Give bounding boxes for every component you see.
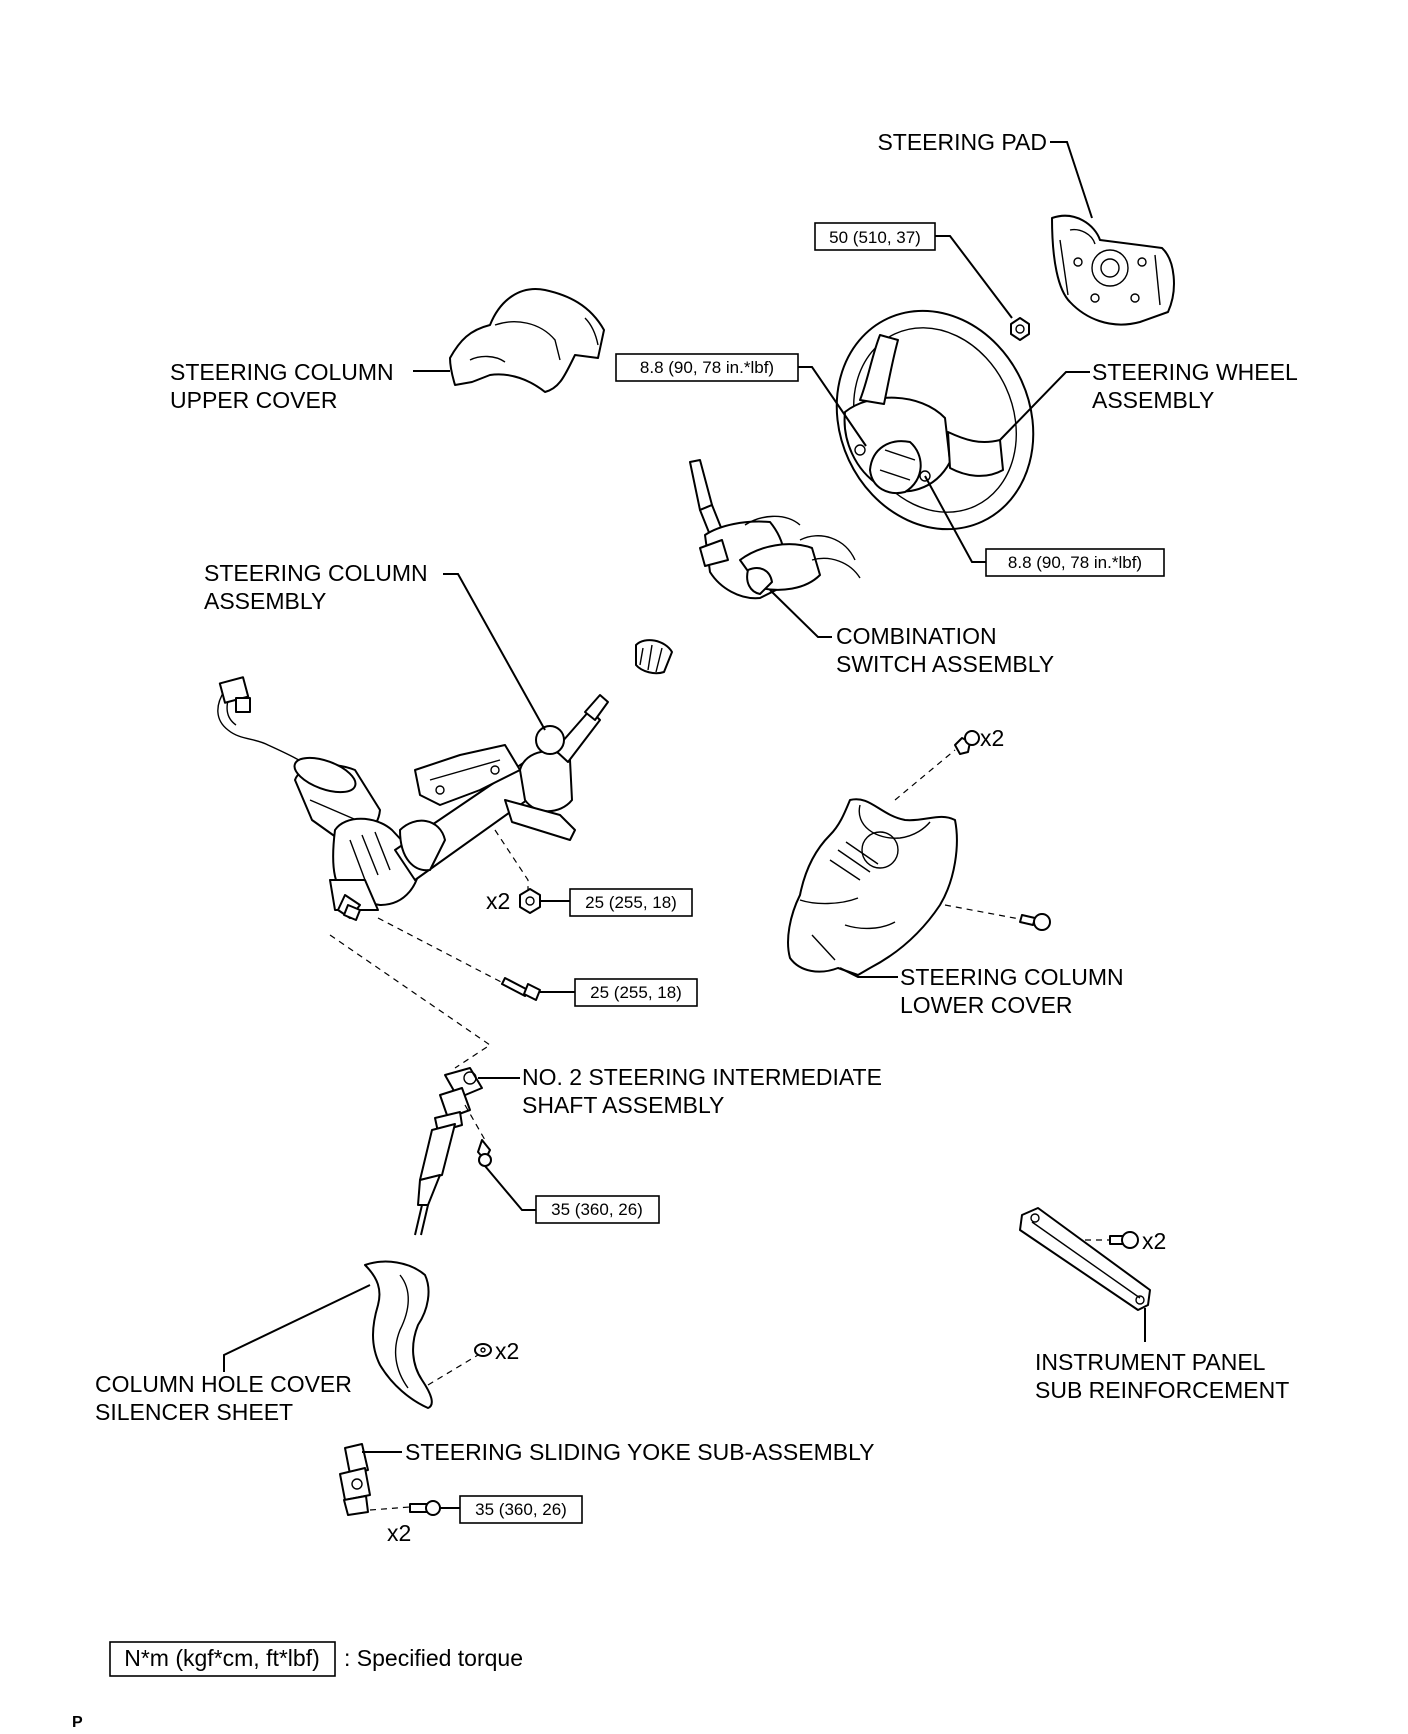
torque-wheel-nut: 50 (510, 37) — [829, 228, 921, 247]
sliding-yoke-bolt — [409, 1500, 441, 1516]
steering-column-part — [217, 676, 609, 921]
intermediate-shaft-bolt — [477, 1139, 492, 1167]
legend-unit: N*m (kgf*cm, ft*lbf) — [124, 1645, 320, 1671]
torque-box-intermediate-bolt — [535, 1195, 660, 1224]
silencer-label-2: SILENCER SHEET — [95, 1399, 293, 1425]
spiral-cable-sleeve — [635, 639, 673, 675]
steering-wheel-label-2: ASSEMBLY — [1092, 387, 1214, 413]
steering-wheel-label-1: STEERING WHEEL — [1092, 359, 1298, 385]
torque-wheel-screw-left: 8.8 (90, 78 in.*lbf) — [640, 358, 774, 377]
sliding-yoke-label: STEERING SLIDING YOKE SUB-ASSEMBLY — [405, 1439, 875, 1465]
torque-box-column-nut — [569, 888, 693, 917]
torque-column-bolt: 25 (255, 18) — [590, 983, 682, 1002]
upper-cover-label-2: UPPER COVER — [170, 387, 337, 413]
reinforcement-bolt — [1109, 1231, 1139, 1249]
column-nut-qty: x2 — [486, 888, 510, 914]
reinforcement-label-2: SUB REINFORCEMENT — [1035, 1377, 1289, 1403]
combination-switch-part — [689, 459, 861, 600]
upper-cover-label-1: STEERING COLUMN — [170, 359, 394, 385]
silencer-clip — [474, 1343, 492, 1357]
lower-cover-screw-qty: x2 — [980, 725, 1004, 751]
steering-column-lower-cover-part — [787, 798, 958, 976]
torque-wheel-screw-right: 8.8 (90, 78 in.*lbf) — [1008, 553, 1142, 572]
column-hole-cover-silencer-part — [364, 1260, 433, 1409]
torque-column-nut: 25 (255, 18) — [585, 893, 677, 912]
reinforcement-label-1: INSTRUMENT PANEL — [1035, 1349, 1266, 1375]
steering-column-label-2: ASSEMBLY — [204, 588, 326, 614]
torque-box-column-bolt — [574, 978, 698, 1007]
silencer-label-1: COLUMN HOLE COVER — [95, 1371, 352, 1397]
steering-pad-label: STEERING PAD — [877, 129, 1047, 155]
lower-cover-screw-top — [954, 730, 980, 755]
legend-description: : Specified torque — [344, 1645, 523, 1671]
lower-cover-label-2: LOWER COVER — [900, 992, 1073, 1018]
lower-cover-label-1: STEERING COLUMN — [900, 964, 1124, 990]
steering-column-label-1: STEERING COLUMN — [204, 560, 428, 586]
steering-wheel-nut — [1010, 317, 1030, 341]
intermediate-shaft-label-2: SHAFT ASSEMBLY — [522, 1092, 724, 1118]
combination-switch-label-2: SWITCH ASSEMBLY — [836, 651, 1054, 677]
instrument-panel-sub-reinforcement-part — [1019, 1207, 1151, 1311]
sliding-yoke-bolt-qty: x2 — [387, 1520, 411, 1546]
combination-switch-label-1: COMBINATION — [836, 623, 997, 649]
torque-box-wheel-screw-right — [985, 548, 1165, 577]
legend-box — [109, 1641, 336, 1677]
column-nut — [519, 888, 541, 914]
steering-wheel-part — [835, 309, 1035, 531]
steering-sliding-yoke-part — [339, 1443, 371, 1516]
column-bolt — [501, 977, 541, 1001]
footer-code: P — [72, 1714, 83, 1731]
torque-intermediate-bolt: 35 (360, 26) — [551, 1200, 643, 1219]
torque-box-yoke-bolt — [459, 1495, 583, 1524]
reinforcement-bolt-qty: x2 — [1142, 1228, 1166, 1254]
lower-cover-screw-side — [1019, 913, 1051, 931]
intermediate-shaft-part — [414, 1067, 483, 1236]
silencer-clip-qty: x2 — [495, 1338, 519, 1364]
torque-yoke-bolt: 35 (360, 26) — [475, 1500, 567, 1519]
torque-box-wheel-screw-left — [615, 353, 799, 382]
steering-pad-part — [1051, 214, 1175, 326]
steering-column-upper-cover-part — [449, 288, 605, 393]
intermediate-shaft-label-1: NO. 2 STEERING INTERMEDIATE — [522, 1064, 882, 1090]
